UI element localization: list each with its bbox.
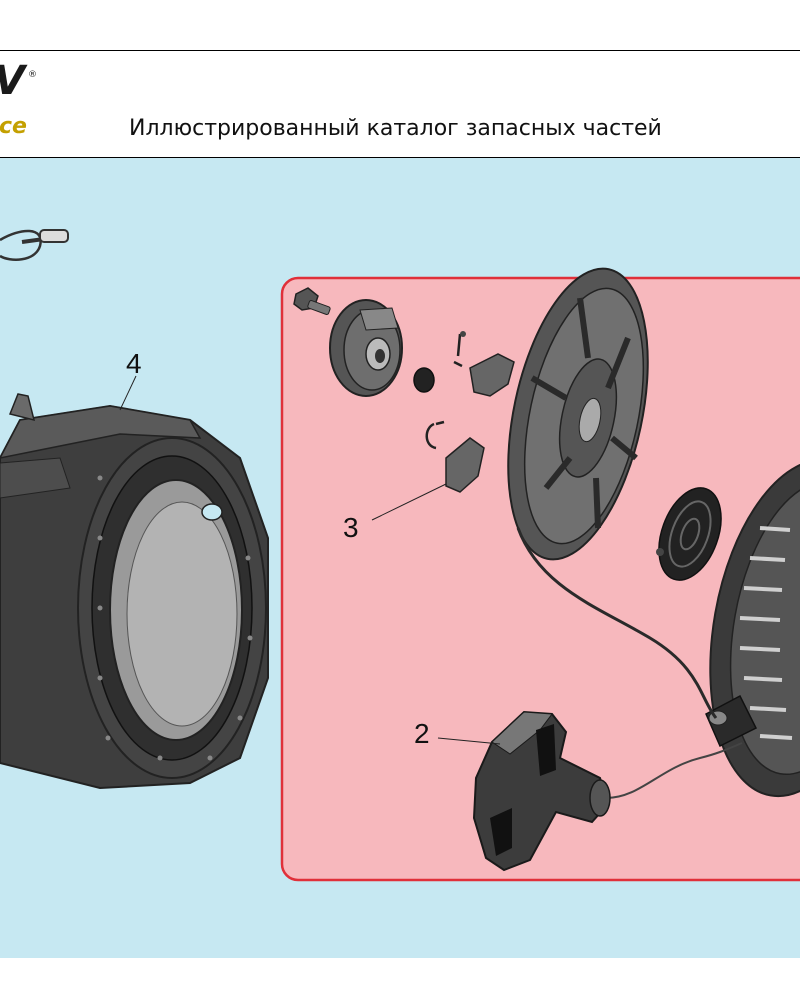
spring-roller-part [413, 367, 435, 393]
starter-handle-part [472, 710, 611, 872]
leader-line-3 [371, 483, 447, 521]
leader-line-2 [437, 737, 501, 745]
pawl-lower-part [445, 437, 485, 493]
pawl-spring-upper-end [460, 331, 466, 337]
pawl-spring-lower [425, 420, 445, 450]
starter-cup-part [329, 299, 403, 397]
callout-label-4: 4 [126, 348, 142, 379]
pawl-spring-upper [453, 333, 463, 368]
starter-assembly-highlight [280, 276, 800, 882]
starter-rope [516, 527, 718, 719]
pawl-upper-part [469, 353, 515, 397]
blower-housing-part [0, 393, 269, 790]
flange-bolt-part [293, 287, 331, 315]
diagram-canvas [0, 229, 800, 882]
starter-rope-lower [605, 742, 743, 799]
exploded-parts-diagram: 4 3 2 [0, 158, 800, 958]
header-bottom-rule [0, 157, 800, 158]
starter-pulley-part [507, 267, 649, 561]
registered-mark: ® [28, 70, 37, 80]
callout-label-2: 2 [414, 718, 430, 749]
callout-label-3: 3 [343, 512, 359, 543]
leader-line-4 [119, 375, 137, 411]
rewind-spring-part [656, 487, 722, 581]
starter-housing-part [705, 458, 800, 798]
wire-clip-part [0, 229, 69, 261]
brand-logo: V [0, 58, 25, 104]
document-title: Иллюстрированный каталог запасных частей [129, 116, 662, 141]
brand-logo-subtext: ce [0, 114, 27, 139]
header-top-rule [0, 50, 800, 51]
